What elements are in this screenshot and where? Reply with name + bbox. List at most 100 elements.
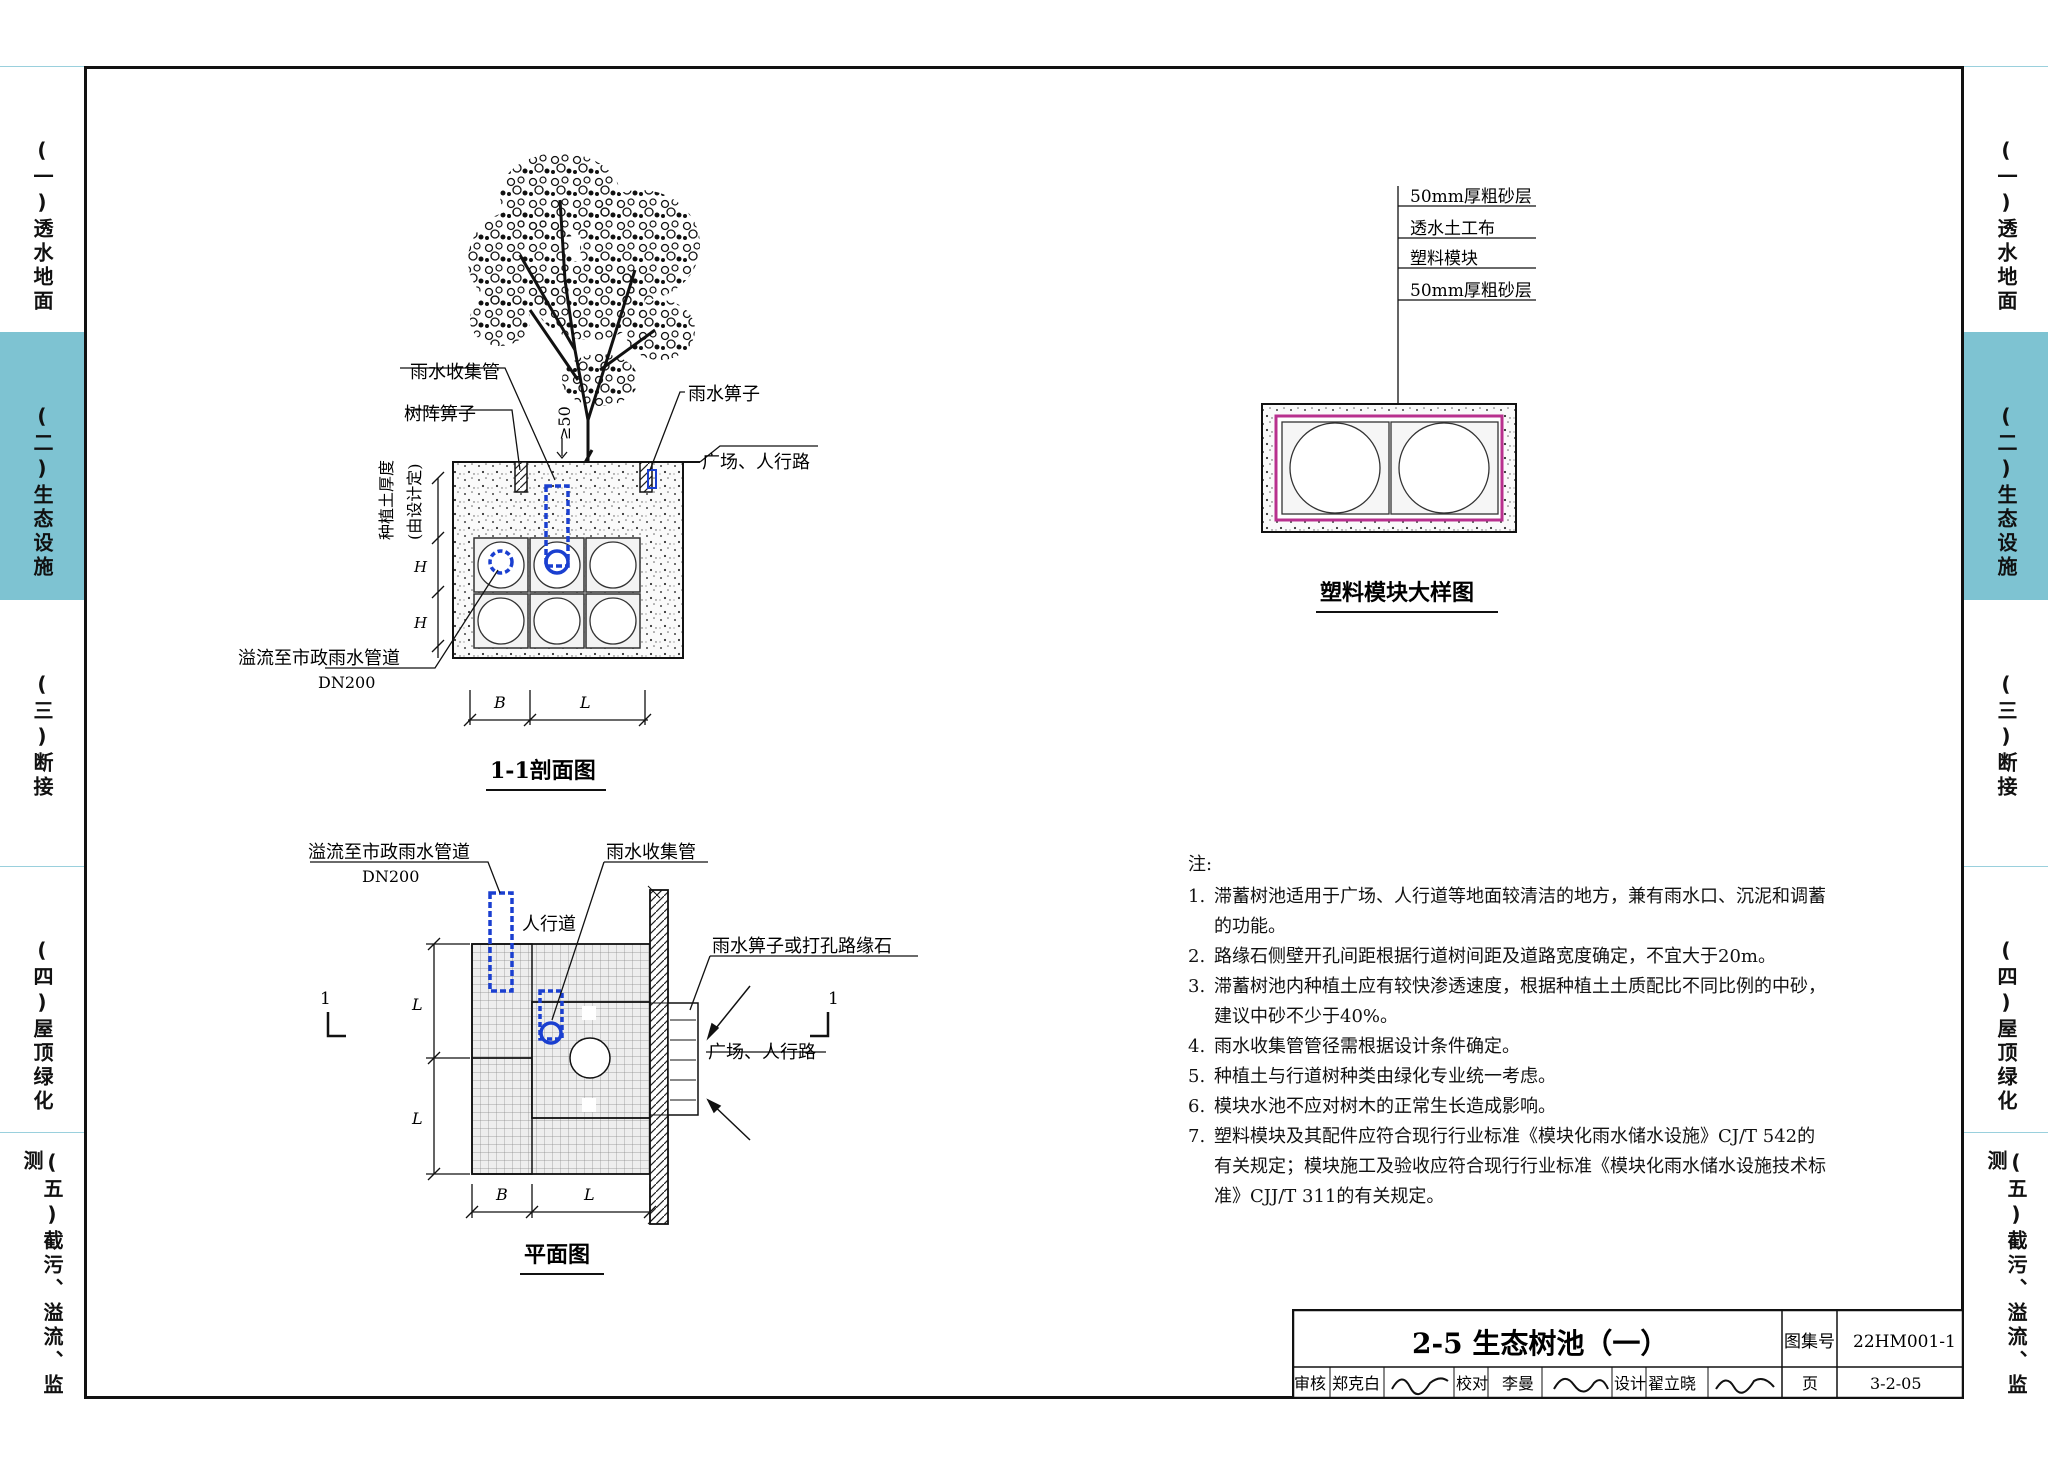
plan-view-title: 平面图 (524, 1242, 590, 1268)
plan-label-b: B (495, 1185, 508, 1204)
drawing-frame (84, 66, 1964, 1399)
side-tab-label: (一)透水地面 (30, 138, 54, 314)
label-rain-grate: 雨水箅子 (688, 384, 760, 405)
note-item: 4. 雨水收集管管径需根据设计条件确定。 (1188, 1032, 1828, 1062)
plan-label-plaza-sidewalk: 广场、人行路 (708, 1042, 816, 1063)
plan-label-l: L (583, 1185, 595, 1204)
section-dim-vertical (431, 471, 445, 658)
note-text: 路缘石侧壁开孔间距根据行道树间距及道路宽度确定，不宜大于20m。 (1214, 946, 1776, 967)
note-number: 5. (1188, 1066, 1206, 1087)
note-item: 5.种植土与行道树种类由绿化专业统一考虑。 (1188, 1062, 1828, 1092)
note-item: 2. 路缘石侧壁开孔间距根据行道树间距及道路宽度确定，不宜大于20m。 (1188, 942, 1828, 972)
note-number: 6. (1188, 1096, 1206, 1117)
plan-curb-grate (667, 1002, 699, 1116)
note-number: 7. (1188, 1126, 1206, 1147)
side-tab-divider (0, 866, 84, 867)
plan-tree-hole (569, 1037, 611, 1079)
label-overflow: 溢流至市政雨水管道 (238, 648, 400, 669)
layer-leaders (1397, 186, 1536, 530)
note-text: 滞蓄树池适用于广场、人行道等地面较清洁的地方，兼有雨水口、沉泥和调蓄的功能。 (1214, 886, 1826, 937)
atlas-label: 图集号 (1784, 1332, 1835, 1352)
side-tab-eco-facilities-right[interactable]: (二)生态设施 (1964, 332, 2048, 600)
side-tab-roof-greening[interactable]: (四)屋顶绿化 (0, 866, 84, 1132)
page-label: 页 (1802, 1374, 1818, 1393)
side-tab-label: (五)截污、溢流、监测 (20, 1150, 64, 1398)
plan-curb-wall (649, 889, 669, 1225)
module-detail: 50mm厚粗砂层 透水土工布 塑料模块 50mm厚粗砂层 塑料模块大样图 (1261, 186, 1536, 613)
design-label: 设计 (1614, 1374, 1646, 1393)
label-min-50: ≥50 (555, 406, 574, 440)
label-h-upper: H (413, 558, 428, 576)
side-tab-label: (五)截污、溢流、监测 (1984, 1150, 2028, 1398)
section-view-title: 1-1剖面图 (490, 758, 596, 784)
side-tab-label: (四)屋顶绿化 (30, 938, 54, 1114)
label-dn200: DN200 (318, 673, 375, 692)
layer-label: 塑料模块 (1410, 249, 1478, 269)
plan-label-grate-curb: 雨水箅子或打孔路缘石 (712, 936, 892, 957)
check-label: 校对 (1456, 1374, 1488, 1393)
section-markers (326, 1012, 830, 1038)
side-tab-pollution-overflow-monitoring-right[interactable]: (五)截污、溢流、监测 (1964, 1132, 2048, 1399)
plan-flow-arrows (706, 985, 751, 1141)
side-tab-label: (三)断接 (1994, 672, 2018, 800)
plan-label-collect-pipe: 雨水收集管 (606, 842, 696, 863)
section-view: 雨水收集管 树阵箅子 雨水箅子 广场、人行路 ≥50 种植土厚度 (由设计定) … (238, 153, 818, 791)
note-number: 3. (1188, 976, 1206, 997)
label-soil-depth: 种植土厚度 (377, 460, 396, 540)
section-leaders (325, 367, 818, 669)
module-cell-right (1398, 422, 1490, 514)
note-number: 2. (1188, 946, 1206, 967)
plan-dims (426, 937, 657, 1219)
tree-canopy (468, 153, 700, 406)
label-soil-depth-note: (由设计定) (405, 464, 424, 541)
layer-label: 50mm厚粗砂层 (1410, 281, 1532, 301)
note-item: 7.塑料模块及其配件应符合现行行业标准《模块化雨水储水设施》CJ/T 542的有… (1188, 1122, 1828, 1212)
overflow-pipe-section (488, 549, 514, 575)
label-b-dim: B (493, 693, 506, 712)
plan-label-overflow: 溢流至市政雨水管道 (308, 842, 470, 863)
design-notes: 注: 1.滞蓄树池适用于广场、人行道等地面较清洁的地方，兼有雨水口、沉泥和调蓄的… (1188, 850, 1828, 1212)
note-item: 1. 滞蓄树池适用于广场、人行道等地面较清洁的地方，兼有雨水口、沉泥和调蓄的功能。 (1188, 882, 1828, 942)
module-cell-left (1289, 422, 1381, 514)
note-item: 3. 滞蓄树池内种植土应有较快渗透速度，根据种植土土质配比不同比例的中砂，建议中砂… (1188, 972, 1828, 1032)
note-number: 4. (1188, 1036, 1206, 1057)
grate-inlet (647, 469, 657, 489)
label-plaza-sidewalk: 广场、人行路 (702, 452, 810, 473)
layer-label: 50mm厚粗砂层 (1410, 187, 1532, 207)
side-tab-pollution-overflow-monitoring[interactable]: (五)截污、溢流、监测 (0, 1132, 84, 1399)
side-tab-roof-greening-right[interactable]: (四)屋顶绿化 (1964, 866, 2048, 1132)
plan-collect-pipe (538, 989, 564, 1041)
designer-name: 翟立晓 (1648, 1374, 1696, 1393)
collect-pipe-end (544, 549, 570, 575)
note-number: 1. (1188, 886, 1206, 907)
title-block: 2-5 生态树池（一） 图集号 22HM001-1 审核 郑克白 校对 李曼 设… (1292, 1309, 1964, 1399)
checker-signature (1553, 1378, 1609, 1393)
plan-label-l-lower: L (411, 1109, 423, 1128)
plan-collect-pipe-end (539, 1021, 563, 1045)
side-tab-eco-facilities[interactable]: (二)生态设施 (0, 332, 84, 600)
label-rain-collect-pipe: 雨水收集管 (410, 362, 500, 383)
side-tab-permeable-ground[interactable]: (一)透水地面 (0, 66, 84, 332)
note-text: 模块水池不应对树木的正常生长造成影响。 (1214, 1096, 1556, 1117)
review-label: 审核 (1294, 1374, 1326, 1393)
side-tab-disconnection[interactable]: (三)断接 (0, 600, 84, 866)
note-text: 雨水收集管管径需根据设计条件确定。 (1214, 1036, 1520, 1057)
note-item: 6. 模块水池不应对树木的正常生长造成影响。 (1188, 1092, 1828, 1122)
side-tab-divider (1964, 866, 2048, 867)
tree-trunk (518, 199, 656, 491)
atlas-number: 22HM001-1 (1853, 1332, 1956, 1352)
plan-label-sidewalk: 人行道 (522, 914, 576, 935)
side-tab-divider (1964, 1132, 2048, 1133)
side-tab-disconnection-right[interactable]: (三)断接 (1964, 600, 2048, 866)
plan-label-dn200: DN200 (362, 867, 419, 886)
page-number: 3-2-05 (1870, 1374, 1922, 1393)
note-text: 滞蓄树池内种植土应有较快渗透速度，根据种植土土质配比不同比例的中砂，建议中砂不少… (1214, 976, 1826, 1027)
reviewer-signature (1391, 1377, 1449, 1395)
tree-grate (514, 461, 528, 493)
drawing-title: 2-5 生态树池（一） (1412, 1327, 1668, 1360)
checker-name: 李曼 (1502, 1374, 1534, 1393)
side-tab-divider (0, 1132, 84, 1133)
plan-label-l-upper: L (411, 995, 423, 1014)
side-tab-permeable-ground-right[interactable]: (一)透水地面 (1964, 66, 2048, 332)
reviewer-name: 郑克白 (1332, 1374, 1380, 1393)
